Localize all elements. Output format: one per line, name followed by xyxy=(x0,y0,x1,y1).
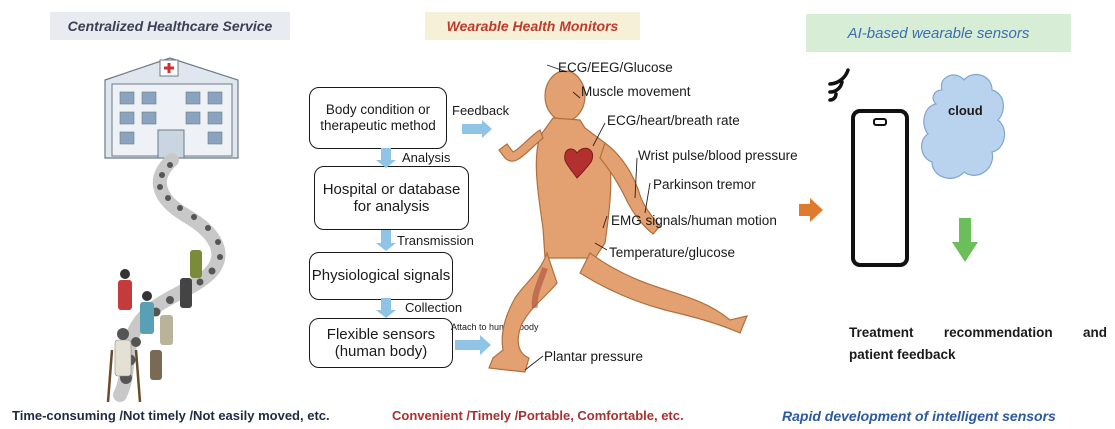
analysis-label: Analysis xyxy=(402,150,450,165)
treatment-line-2: patient feedback xyxy=(849,344,1107,366)
header-wearable-text: Wearable Health Monitors xyxy=(447,18,619,34)
body-label-ecg-eeg: ECG/EEG/Glucose xyxy=(558,60,673,75)
wireless-signal-icon xyxy=(826,66,858,106)
orange-arrow-icon xyxy=(798,197,824,223)
smartphone-icon xyxy=(850,108,910,268)
body-label-parkinson: Parkinson tremor xyxy=(653,177,756,192)
queue-people xyxy=(108,160,223,402)
collection-label: Collection xyxy=(405,300,462,315)
header-wearable: Wearable Health Monitors xyxy=(425,12,640,40)
collection-arrow-icon xyxy=(376,298,396,318)
transmission-label: Transmission xyxy=(397,233,474,248)
cloud-icon xyxy=(920,68,1008,188)
treatment-line-1: Treatment recommendation and xyxy=(849,322,1107,344)
analysis-arrow-icon xyxy=(376,148,396,168)
body-label-muscle: Muscle movement xyxy=(581,84,691,99)
header-centralized-text: Centralized Healthcare Service xyxy=(68,18,273,34)
header-ai-text: AI-based wearable sensors xyxy=(848,25,1030,42)
transmission-arrow-icon xyxy=(376,230,396,251)
body-label-wrist: Wrist pulse/blood pressure xyxy=(638,148,798,163)
footer-middle: Convenient /Timely /Portable, Comfortabl… xyxy=(392,408,684,423)
running-human-illustration xyxy=(485,58,805,398)
green-down-arrow-icon xyxy=(952,218,978,262)
body-label-emg: EMG signals/human motion xyxy=(611,213,777,228)
body-label-ecg-heart: ECG/heart/breath rate xyxy=(607,113,740,128)
hospital-queue-illustration xyxy=(90,50,260,410)
body-label-temperature: Temperature/glucose xyxy=(609,245,735,260)
body-label-plantar: Plantar pressure xyxy=(544,349,643,364)
header-ai: AI-based wearable sensors xyxy=(806,14,1071,52)
cloud-label: cloud xyxy=(948,103,983,118)
footer-right: Rapid development of intelligent sensors xyxy=(782,408,1056,424)
treatment-text: Treatment recommendation and patient fee… xyxy=(849,322,1107,365)
header-centralized: Centralized Healthcare Service xyxy=(50,12,290,40)
hospital-building-icon xyxy=(105,58,238,158)
footer-left: Time-consuming /Not timely /Not easily m… xyxy=(12,408,330,423)
